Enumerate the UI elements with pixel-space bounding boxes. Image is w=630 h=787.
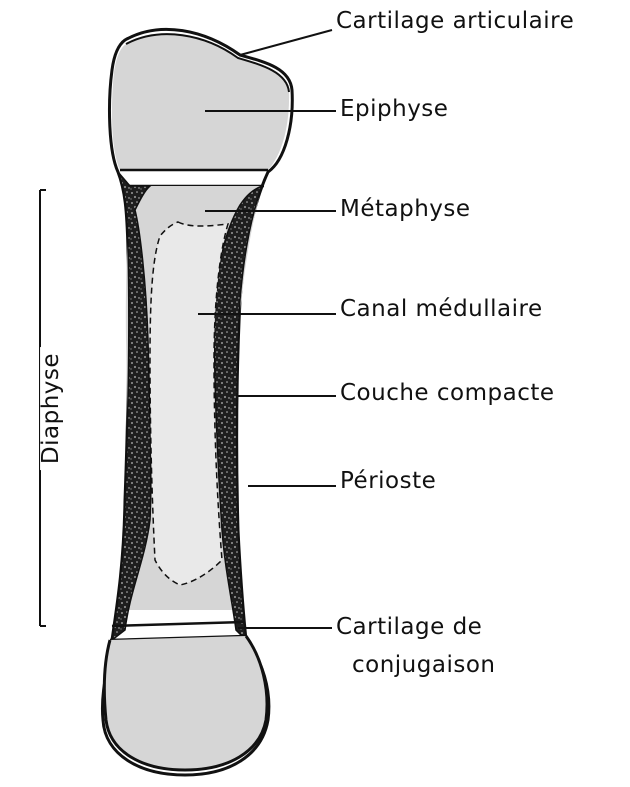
label-cartilage-de-conjugaison-line2: conjugaison <box>352 654 495 677</box>
label-perioste: Périoste <box>340 470 436 493</box>
label-metaphyse: Métaphyse <box>340 198 471 221</box>
epiphyse-region <box>112 34 289 170</box>
label-diaphyse: Diaphyse <box>40 347 63 470</box>
label-canal-medullaire: Canal médullaire <box>340 298 543 321</box>
leader-cartilage-articulaire <box>240 30 332 55</box>
label-couche-compacte: Couche compacte <box>340 382 555 405</box>
label-epiphyse: Epiphyse <box>340 98 448 121</box>
label-cartilage-de-conjugaison-line1: Cartilage de <box>336 616 482 639</box>
lower-epiphyse-region <box>104 636 267 770</box>
label-cartilage-articulaire: Cartilage articulaire <box>336 10 574 33</box>
